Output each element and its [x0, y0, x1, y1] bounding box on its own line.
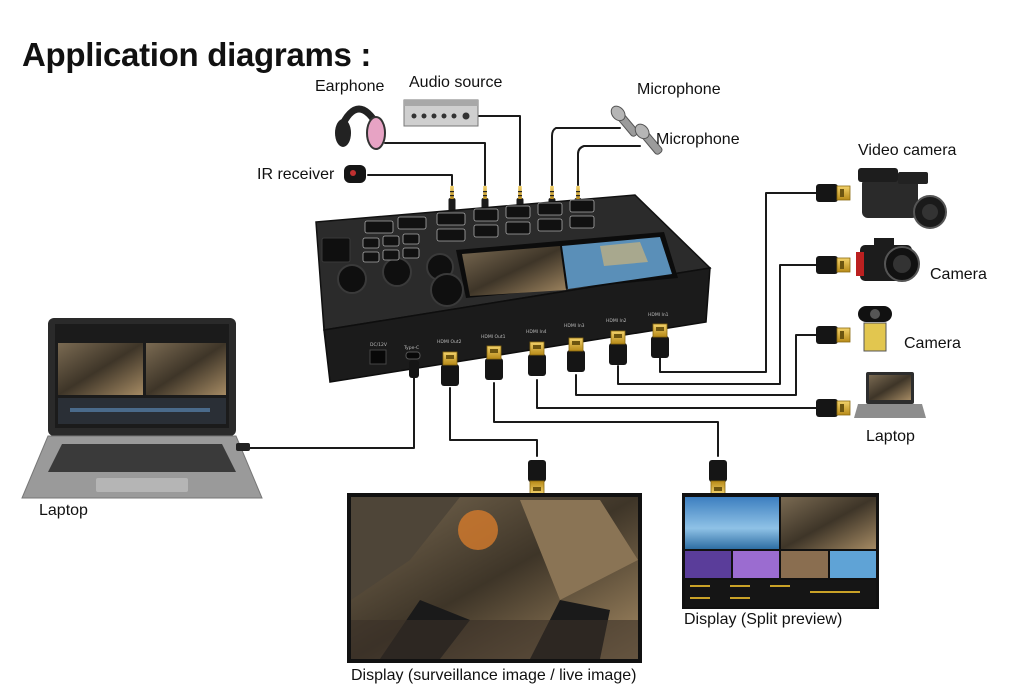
port-label-out1: HDMI Out1: [481, 334, 506, 340]
cable-display-live: [449, 387, 538, 457]
cable-audio-source: [477, 115, 521, 186]
microphone-icon-1: [610, 105, 639, 137]
label-laptop-left: Laptop: [39, 502, 88, 519]
switcher-screen: [456, 232, 678, 298]
port-label-in4: HDMI In4: [526, 329, 547, 335]
label-camera-1: Camera: [930, 266, 987, 283]
camera-icon-1: [856, 238, 920, 282]
cable-ir-receiver: [367, 174, 453, 186]
hdmi-plug-out1: [484, 345, 504, 381]
hdmi-plug-in4: [527, 341, 547, 377]
cable-video-camera: [659, 192, 821, 373]
label-ir-receiver: IR receiver: [257, 166, 335, 183]
label-microphone-1: Microphone: [637, 81, 721, 98]
typec-plug: [409, 360, 419, 378]
label-microphone-2: Microphone: [656, 131, 740, 148]
label-video-camera: Video camera: [858, 142, 957, 159]
label-display-live: Display (surveillance image / live image…: [351, 667, 637, 684]
display-live-screen: [347, 493, 642, 663]
port-label-in2: HDMI In2: [606, 318, 627, 324]
port-label-out2: HDMI Out2: [437, 339, 462, 345]
port-label-in1: HDMI In1: [648, 312, 669, 318]
port-label-in3: HDMI In3: [564, 323, 585, 329]
switcher-buttons: [362, 199, 595, 263]
ir-receiver-icon: [344, 165, 366, 183]
display-split-screen: [682, 493, 879, 609]
cable-display-split: [493, 382, 719, 457]
hdmi-plug-display-live: [527, 459, 547, 495]
audio-source-icon: [403, 99, 479, 127]
video-camera-icon: [858, 168, 947, 229]
microphone-icon-2: [634, 123, 663, 155]
hdmi-plug-in2: [608, 330, 628, 366]
cable-microphone-2: [577, 145, 641, 186]
cable-camera-2: [575, 334, 821, 396]
page-title: Application diagrams :: [22, 36, 372, 73]
cable-camera-1: [617, 264, 821, 385]
hdmi-plug-display-split: [708, 459, 728, 495]
laptop-right-icon: [854, 372, 926, 418]
hdmi-plug-out2: [440, 351, 460, 387]
label-laptop-right: Laptop: [866, 428, 915, 445]
hdmi-plug-video-camera: [815, 183, 851, 203]
cable-microphone-1: [551, 127, 621, 186]
hdmi-plug-camera-1: [815, 255, 851, 275]
hdmi-plug-camera-2: [815, 325, 851, 345]
cable-laptop-right: [536, 379, 821, 409]
switcher-knobs: [337, 253, 464, 307]
hdmi-plug-in1: [650, 323, 670, 359]
switcher-ports: DC/12V Type-C HDMI Out2 HDMI Out1 HDMI I…: [369, 312, 669, 365]
label-audio-source: Audio source: [409, 74, 503, 91]
cable-typec-laptop: [247, 374, 415, 449]
port-label-typec: Type-C: [403, 345, 419, 351]
label-earphone: Earphone: [315, 78, 385, 95]
hdmi-plug-laptop-right: [815, 398, 851, 418]
cable-earphone: [384, 142, 486, 186]
label-display-split: Display (Split preview): [684, 611, 843, 628]
label-camera-2: Camera: [904, 335, 961, 352]
camera-icon-2: [858, 306, 892, 352]
hdmi-plug-in3: [566, 337, 586, 373]
video-switcher: DC/12V Type-C HDMI Out2 HDMI Out1 HDMI I…: [315, 194, 712, 383]
earphone-icon: [335, 105, 386, 150]
port-label-dc: DC/12V: [370, 342, 388, 348]
laptop-left-icon: [21, 318, 263, 499]
